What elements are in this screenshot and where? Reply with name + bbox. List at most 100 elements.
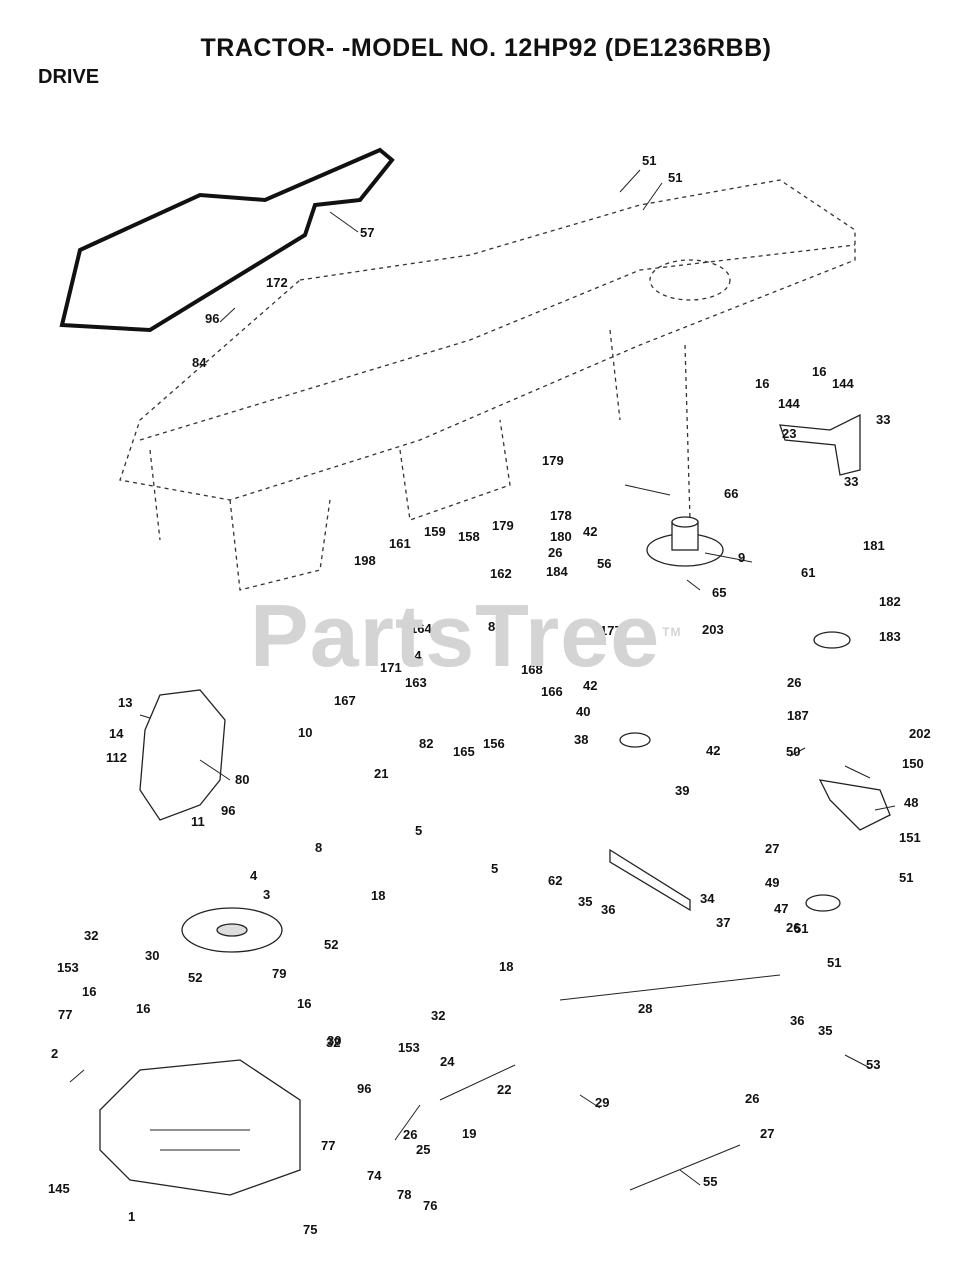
callout-145: 145 bbox=[48, 1181, 70, 1196]
callout-165: 165 bbox=[453, 744, 475, 759]
callout-184: 184 bbox=[546, 564, 568, 579]
callout-8: 8 bbox=[315, 840, 322, 855]
idler-pulley-183 bbox=[813, 631, 851, 649]
callout-13: 13 bbox=[118, 695, 132, 710]
callout-24: 24 bbox=[440, 1054, 455, 1069]
callout-62: 62 bbox=[548, 873, 562, 888]
callout-26: 26 bbox=[548, 545, 562, 560]
callout-66: 66 bbox=[724, 486, 738, 501]
callout-57: 57 bbox=[360, 225, 374, 240]
callout-3: 3 bbox=[263, 887, 270, 902]
callout-158: 158 bbox=[458, 529, 480, 544]
callout-112: 112 bbox=[106, 750, 127, 765]
callout-47: 47 bbox=[774, 901, 788, 916]
callout-36: 36 bbox=[790, 1013, 804, 1028]
idler-bracket-23 bbox=[779, 413, 861, 476]
callout-79: 79 bbox=[272, 966, 286, 981]
callout-26: 26 bbox=[745, 1091, 759, 1106]
drive-belt-57 bbox=[59, 147, 395, 333]
tractor-frame bbox=[119, 179, 856, 591]
callout-42: 42 bbox=[706, 743, 720, 758]
callout-14: 14 bbox=[109, 726, 124, 741]
callout-153: 153 bbox=[398, 1040, 420, 1055]
callout-55: 55 bbox=[703, 1174, 717, 1189]
bracket-48 bbox=[818, 779, 891, 831]
callout-161: 161 bbox=[389, 536, 411, 551]
callout-2: 2 bbox=[51, 1046, 58, 1061]
callout-51: 51 bbox=[668, 170, 682, 185]
callout-203: 203 bbox=[702, 622, 724, 637]
callout-16: 16 bbox=[755, 376, 769, 391]
callout-34: 34 bbox=[700, 891, 715, 906]
callout-80: 80 bbox=[235, 772, 249, 787]
callout-159: 159 bbox=[424, 524, 446, 539]
callout-29: 29 bbox=[595, 1095, 609, 1110]
callout-26: 26 bbox=[403, 1127, 417, 1142]
callout-27: 27 bbox=[765, 841, 779, 856]
callout-172: 172 bbox=[266, 275, 288, 290]
callout-167: 167 bbox=[334, 693, 356, 708]
callout-39: 39 bbox=[675, 783, 689, 798]
callout-21: 21 bbox=[374, 766, 388, 781]
callout-16: 16 bbox=[136, 1001, 150, 1016]
callout-37: 37 bbox=[716, 915, 730, 930]
page-title: TRACTOR- -MODEL NO. 12HP92 (DE1236RBB) bbox=[200, 34, 772, 62]
callout-35: 35 bbox=[578, 894, 592, 909]
callout-16: 16 bbox=[297, 996, 311, 1011]
callout-96: 96 bbox=[205, 311, 219, 326]
callout-96: 96 bbox=[357, 1081, 371, 1096]
callout-30: 30 bbox=[145, 948, 159, 963]
callout-33: 33 bbox=[844, 474, 858, 489]
callout-83: 83 bbox=[488, 619, 502, 634]
callout-10: 10 bbox=[298, 725, 312, 740]
bell-housing-80 bbox=[139, 689, 226, 821]
callout-27: 27 bbox=[760, 1126, 774, 1141]
callout-5: 5 bbox=[415, 823, 422, 838]
callout-65: 65 bbox=[712, 585, 726, 600]
callout-163: 163 bbox=[405, 675, 427, 690]
callout-164: 164 bbox=[410, 621, 432, 636]
callout-32: 32 bbox=[431, 1008, 445, 1023]
callout-32: 32 bbox=[326, 1035, 340, 1050]
callout-153: 153 bbox=[57, 960, 79, 975]
callout-181: 181 bbox=[863, 538, 885, 553]
transaxle-1 bbox=[99, 1059, 301, 1196]
section-label: DRIVE bbox=[38, 66, 100, 88]
callout-183: 183 bbox=[879, 629, 901, 644]
callout-150: 150 bbox=[902, 756, 924, 771]
transaxle-pulley-3 bbox=[181, 907, 283, 953]
callout-4: 4 bbox=[250, 868, 258, 883]
callout-78: 78 bbox=[397, 1187, 411, 1202]
callout-40: 40 bbox=[576, 704, 590, 719]
callout-198: 198 bbox=[354, 553, 376, 568]
callout-52: 52 bbox=[324, 937, 338, 952]
callout-25: 25 bbox=[416, 1142, 430, 1157]
callout-16: 16 bbox=[82, 984, 96, 999]
callout-11: 11 bbox=[191, 814, 205, 829]
callout-168: 168 bbox=[521, 662, 543, 677]
callout-76: 76 bbox=[423, 1198, 437, 1213]
callout-42: 42 bbox=[583, 678, 597, 693]
callout-28: 28 bbox=[638, 1001, 652, 1016]
callout-179: 179 bbox=[492, 518, 514, 533]
callout-36: 36 bbox=[601, 902, 615, 917]
callout-1: 1 bbox=[128, 1209, 135, 1224]
shaft-22 bbox=[439, 1064, 516, 1101]
callout-38: 38 bbox=[574, 732, 588, 747]
callout-51: 51 bbox=[899, 870, 913, 885]
callout-77: 77 bbox=[58, 1007, 72, 1022]
callout-19: 19 bbox=[462, 1126, 476, 1141]
callout-22: 22 bbox=[497, 1082, 511, 1097]
callout-5: 5 bbox=[491, 861, 498, 876]
rod-28 bbox=[559, 974, 781, 1001]
callout-52: 52 bbox=[188, 970, 202, 985]
callout-96: 96 bbox=[221, 803, 235, 818]
callout-84: 84 bbox=[192, 355, 207, 370]
callout-48: 48 bbox=[904, 795, 918, 810]
callout-77: 77 bbox=[321, 1138, 335, 1153]
callout-156: 156 bbox=[483, 736, 505, 751]
callout-16: 16 bbox=[812, 364, 826, 379]
callout-177: 177 bbox=[600, 623, 622, 638]
